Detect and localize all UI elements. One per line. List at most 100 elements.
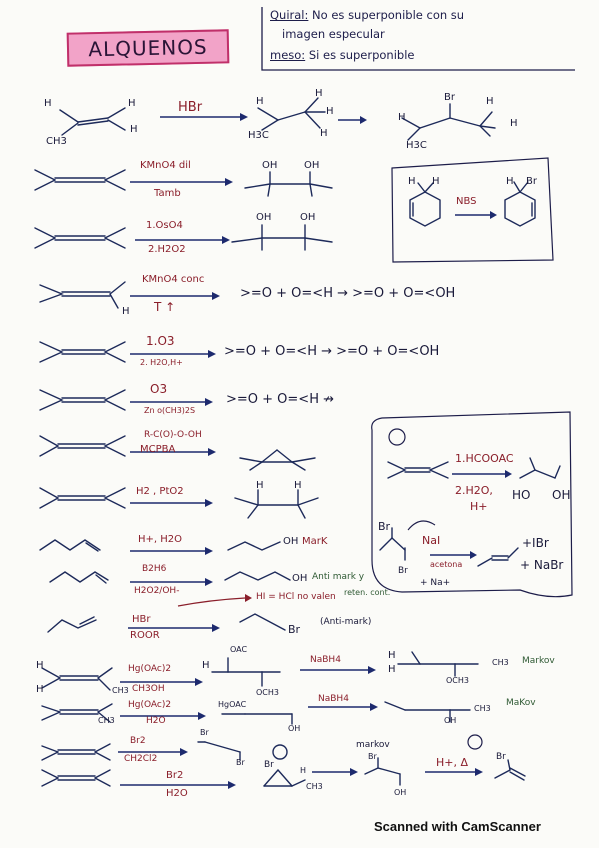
r10-alkene (49, 571, 109, 584)
r5-alkene (39, 341, 126, 363)
r15-ch3: CH3 (306, 782, 323, 791)
r10-red-arrowhead (245, 594, 252, 602)
r1-mid-h4: H (320, 128, 328, 139)
r10-product (224, 571, 291, 581)
r3-oh1: OH (256, 212, 272, 223)
r4-reagent-bottom: T ↑ (154, 300, 176, 314)
r13-alkene (41, 703, 113, 723)
r15-alkene (41, 769, 111, 787)
r12-och3: OCH3 (256, 688, 279, 697)
r14-br1: Br (200, 728, 209, 737)
box-bromo-alkene (379, 527, 406, 561)
r10-reagent-top: B2H6 (142, 564, 167, 574)
r2-reagent-bottom: Tamb (154, 188, 181, 199)
r13-arrowhead2 (370, 703, 378, 711)
r3-arrowhead (222, 236, 230, 244)
r15-reagent-top: Br2 (166, 770, 184, 781)
r2-alkene (34, 169, 126, 191)
box-arrowhead (505, 470, 512, 478)
r15-arrowhead2 (350, 768, 358, 776)
r12-prod-ch3: CH3 (492, 658, 509, 667)
r2-oh1: OH (262, 160, 278, 171)
r10-red-arrow (177, 597, 246, 607)
r1-alkene (59, 107, 126, 136)
r8-h1: H (256, 480, 264, 491)
r12-ch3: CH3 (112, 686, 129, 695)
box-reagent-top: 1.HCOOAC (455, 452, 514, 465)
r4-arrowhead (212, 292, 220, 300)
r13-markov: MaKov (506, 698, 536, 708)
quiral-term: Quiral: (270, 8, 309, 22)
box-arrowhead2 (470, 551, 477, 559)
r13-reagent-bottom: H2O (146, 716, 166, 726)
nbs-reactant-ring (409, 182, 441, 227)
r15-star-mark (467, 734, 483, 750)
r14-arrowhead (180, 748, 188, 756)
r5-products: >=O + O=<H → >=O + O=<OH (224, 344, 440, 359)
box-prod1: +IBr (522, 536, 549, 550)
box-alkene (387, 461, 449, 479)
r8-arrowhead (205, 499, 213, 507)
r13-oac: HgOAC (218, 700, 247, 709)
r15-reagent-bottom: H2O (166, 788, 188, 799)
r13-reagent2: NaBH4 (318, 694, 349, 704)
r1-product (401, 103, 496, 141)
r15-oh: OH (394, 788, 407, 797)
r11-reagent-bottom: ROOR (130, 630, 160, 641)
r1-mid-h1: H (256, 96, 264, 107)
r2-arrowhead (225, 178, 233, 186)
r14-reagent-top: Br2 (130, 736, 146, 746)
box-ho: HO (512, 488, 531, 502)
r1-prod-ch3: H3C (406, 140, 427, 151)
r3-reagent-bottom: 2.H2O2 (148, 244, 186, 255)
r12-reagent-top: Hg(OAc)2 (128, 664, 172, 674)
r12-alkene (41, 667, 113, 691)
r15-markov: markov (356, 740, 390, 750)
r9-reagent: H+, H2O (138, 534, 183, 545)
epoxide-box (371, 411, 573, 598)
r10-note: Anti mark y (312, 572, 365, 582)
r10-arrowhead (205, 578, 213, 586)
r7-reagent-bottom: MCPBA (140, 444, 176, 455)
r2-reagent-top: KMnO4 dil (140, 160, 191, 171)
r14-br2: Br (236, 758, 245, 767)
box-curved-arrow (407, 520, 436, 531)
r13-reagent-top: Hg(OAc)2 (128, 700, 172, 710)
r4-alkene (39, 281, 126, 309)
definition-bracket (261, 7, 575, 71)
box-acetona: acetona (430, 560, 463, 569)
r13-ch3: CH3 (98, 716, 115, 725)
r13-intermediate (221, 713, 293, 725)
nbs-h1: H (408, 176, 416, 187)
nbs-prod-h: H (506, 176, 514, 187)
box-reagent-bottom1: 2.H2O, (455, 484, 493, 497)
meso-term: meso: (270, 48, 306, 62)
box-diol (519, 457, 561, 479)
r1-h2: H (128, 98, 136, 109)
r13-product (384, 701, 471, 723)
r12-reagent2: NaBH4 (310, 655, 341, 665)
r3-reagent-top: 1.OsO4 (146, 220, 183, 231)
r10-red-note: HI = HCl no valen (256, 592, 336, 602)
r13-arrowhead (198, 712, 206, 720)
r12-h2: H (36, 684, 44, 695)
r1-carbocation (257, 97, 326, 131)
r8-h2: H (294, 480, 302, 491)
r12-oac: OAC (230, 645, 248, 654)
r12-arrowhead2 (368, 666, 376, 674)
scanner-watermark: Scanned with CamScanner (374, 819, 541, 834)
r11-reagent-top: HBr (132, 614, 151, 625)
r13-prod-ch3: CH3 (474, 704, 491, 713)
box-prod2: + NaBr (520, 558, 564, 572)
r10-oh: OH (292, 573, 308, 584)
r4-products: >=O + O=<H → >=O + O=<OH (240, 286, 456, 301)
r9-mark: MarK (302, 536, 328, 547)
r1-reagent: HBr (178, 100, 203, 115)
r1-prod-h1: H (398, 112, 406, 123)
r11-arrowhead (212, 624, 220, 632)
r5-reagent-bottom: 2. H2O,H+ (140, 358, 183, 367)
r12-reagent-bottom: CH3OH (132, 684, 165, 694)
r15-vinyl-bromide (494, 759, 526, 781)
r1-ch3: CH3 (46, 136, 67, 147)
r9-product (227, 541, 281, 551)
